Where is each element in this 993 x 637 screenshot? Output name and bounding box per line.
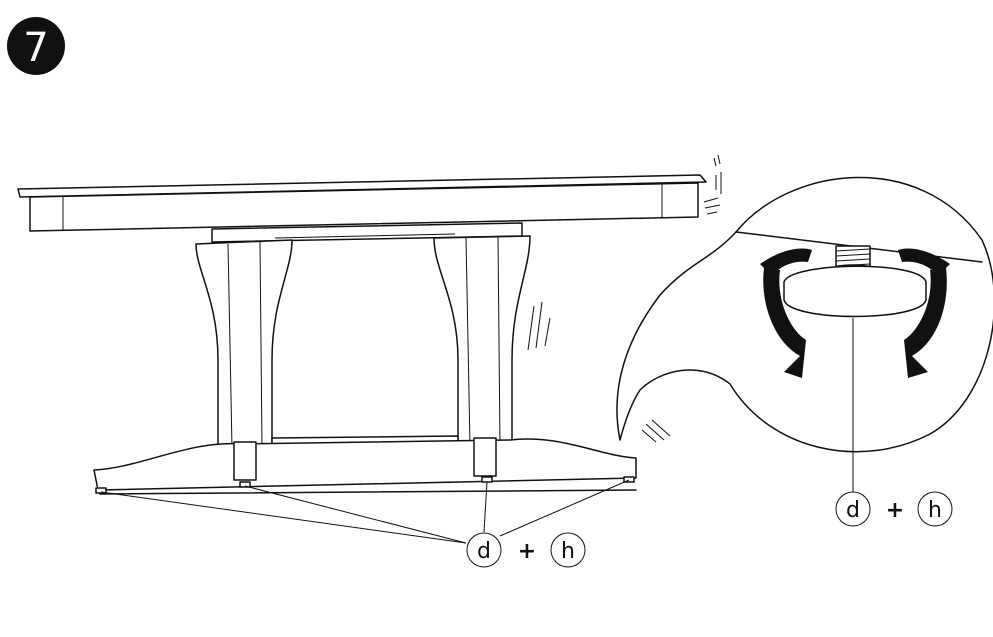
tabletop-apron — [29, 182, 699, 232]
magnifier-outline — [616, 176, 993, 453]
leveler-2 — [239, 481, 251, 488]
right-pedestal — [433, 235, 531, 449]
right-pedestal-groove — [465, 237, 471, 447]
detail-callout-d: d — [846, 498, 860, 523]
detail-callout: d + h — [835, 491, 953, 527]
tabletop-edge — [17, 174, 707, 198]
rotate-arrow-left — [763, 268, 806, 378]
main-callout-h-circle — [550, 532, 586, 568]
left-pedestal-groove2 — [259, 241, 263, 449]
detail-magnifier — [616, 176, 993, 492]
detail-callout-h-circle — [917, 491, 953, 527]
left-pedestal-groove — [227, 243, 233, 449]
leveler-1 — [95, 487, 107, 494]
main-callout-d-circle — [466, 532, 502, 568]
main-callout-d: d — [477, 539, 491, 564]
main-callout-plus: + — [518, 539, 536, 564]
right-pedestal-groove2 — [497, 236, 501, 447]
step-badge-circle — [7, 17, 65, 75]
detail-callout-h: h — [928, 498, 942, 523]
step-number: 7 — [23, 25, 48, 71]
step-badge: 7 — [7, 17, 65, 75]
base-foot — [93, 438, 637, 491]
left-pedestal — [195, 239, 293, 451]
top-rail-inner — [274, 233, 456, 239]
detail-callout-d-circle — [835, 491, 871, 527]
inner-foot-left — [233, 441, 257, 481]
leveler-4 — [623, 476, 635, 483]
table-illustration — [17, 154, 722, 544]
leveler-3 — [481, 476, 493, 483]
motion-marks — [527, 154, 722, 443]
rotate-arrow-right — [904, 268, 947, 378]
main-callout-h: h — [561, 539, 575, 564]
detail-callout-plus: + — [886, 498, 904, 523]
leveler-disc — [783, 265, 927, 318]
rotate-arrow-right-top — [898, 248, 950, 276]
rotate-arrow-left-top — [760, 248, 812, 276]
main-callout: d + h — [466, 532, 586, 568]
inner-foot-right — [473, 437, 497, 477]
floor-line — [99, 489, 637, 495]
leveler-disc-rim — [783, 299, 927, 317]
main-callout-leaders — [100, 479, 630, 544]
